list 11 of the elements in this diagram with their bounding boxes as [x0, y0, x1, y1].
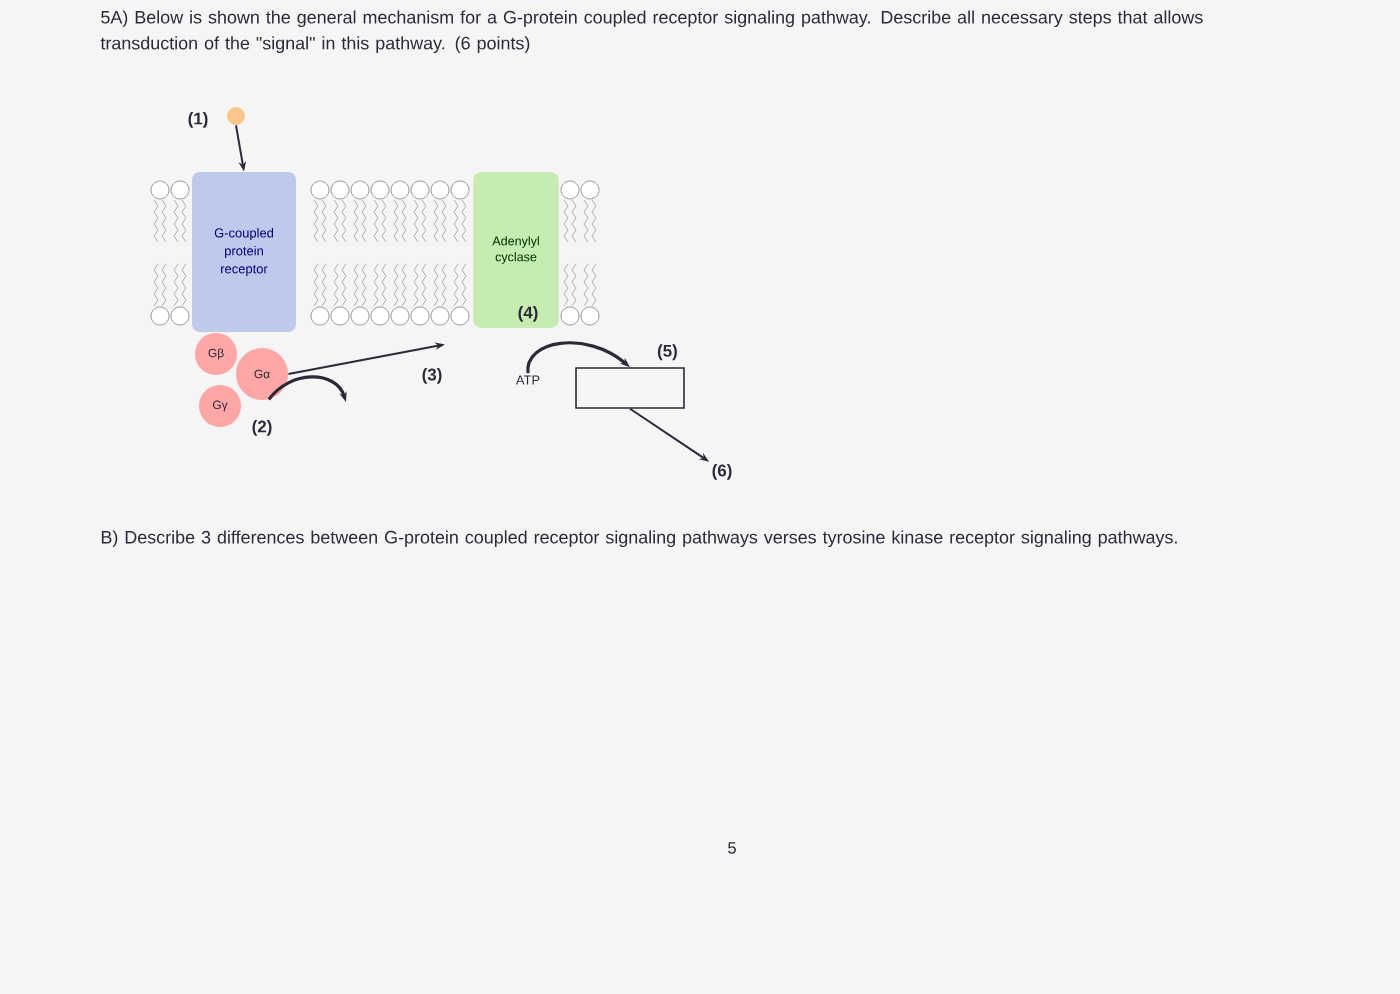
page-number: 5	[728, 842, 736, 854]
ligand-circle	[227, 107, 245, 125]
blank-box	[575, 367, 685, 409]
step-number: (2)	[252, 420, 272, 436]
step-number: (1)	[188, 112, 208, 128]
question-text: B) Describe 3 differences between G-protein coupled receptor signaling pathways verses tyrosine kinase receptor signaling pathways.	[101, 530, 1177, 548]
step-number: (6)	[712, 464, 732, 480]
step-number: (3)	[422, 368, 442, 384]
question-text: 5A) Below is shown the general mechanism for a G-protein coupled receptor signaling pathway. Describe all necessary steps that allows transduction of the "signal" in this pathway. (6 points)	[100, 10, 1203, 53]
step-number: (4)	[518, 306, 538, 322]
step-number: (5)	[657, 344, 677, 361]
